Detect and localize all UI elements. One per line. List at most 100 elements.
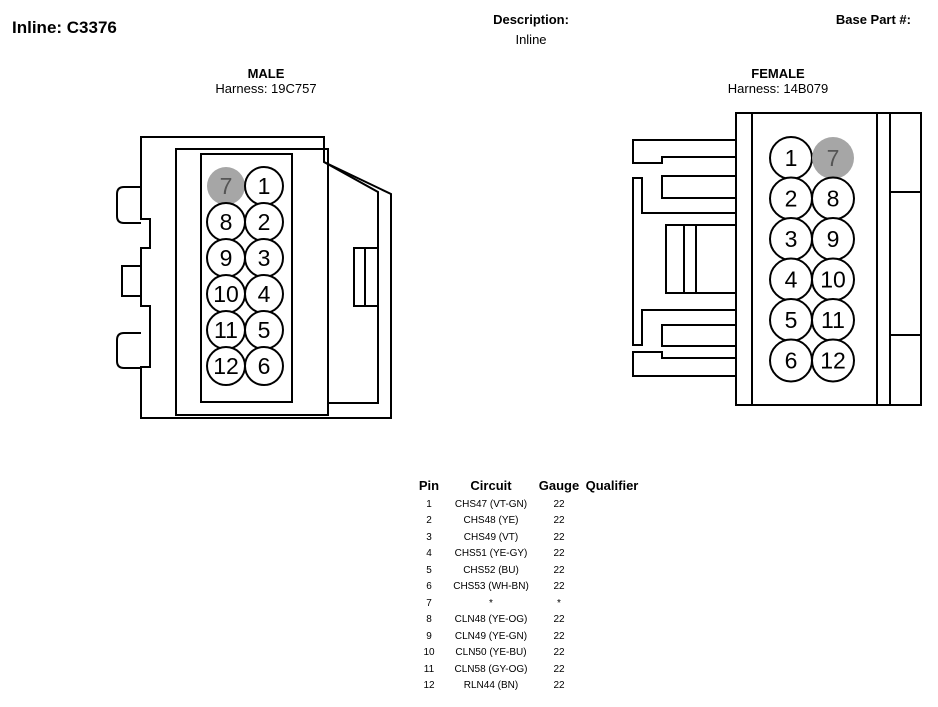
cell-qualifier xyxy=(582,595,642,612)
male-pin: 10 xyxy=(206,274,246,314)
cell-qualifier xyxy=(582,645,642,662)
cell-qualifier xyxy=(582,612,642,629)
cell-gauge: 22 xyxy=(553,531,565,543)
female-pin: 12 xyxy=(811,338,855,383)
male-pin: 12 xyxy=(206,346,246,386)
male-pin: 1 xyxy=(244,166,284,206)
female-harness: Harness: 14B079 xyxy=(727,81,829,96)
header-gauge: Gauge xyxy=(538,478,580,493)
female-latch-upper xyxy=(661,175,736,199)
male-pin: 11 xyxy=(206,310,246,350)
male-connector xyxy=(116,136,392,419)
cell-qualifier xyxy=(582,661,642,678)
cell-gauge: * xyxy=(557,597,561,609)
cell-circuit: CLN48 (YE-OG) xyxy=(454,614,528,626)
male-pin-block xyxy=(200,153,293,403)
male-pin-label: 1 xyxy=(258,173,271,199)
female-pin: 5 xyxy=(769,298,813,342)
header-qualifier: Qualifier xyxy=(585,478,639,493)
table-row: 5 CHS52 (BU) 22 xyxy=(412,562,642,579)
male-pin-label: 3 xyxy=(258,245,271,271)
header-pin: Pin xyxy=(418,478,440,493)
male-pin: 9 xyxy=(206,238,246,278)
male-harness: Harness: 19C757 xyxy=(215,81,317,96)
cell-qualifier xyxy=(582,628,642,645)
cell-gauge: 22 xyxy=(553,663,565,675)
cell-gauge: 22 xyxy=(553,498,565,510)
female-latch-lower xyxy=(661,324,736,347)
female-pin-label: 6 xyxy=(785,348,798,374)
cell-circuit: CHS51 (YE-GY) xyxy=(454,548,528,560)
cell-pin: 12 xyxy=(423,680,435,692)
cell-pin: 5 xyxy=(426,564,432,576)
female-pin: 3 xyxy=(769,217,813,261)
cell-qualifier xyxy=(582,529,642,546)
male-inner-frame xyxy=(175,148,329,416)
male-latch-top xyxy=(116,186,141,224)
male-pin-label: 10 xyxy=(213,281,239,307)
female-pin-label: 12 xyxy=(820,348,846,374)
female-pin: 7 xyxy=(812,137,854,179)
female-pin-circle xyxy=(812,137,854,179)
cell-circuit: CHS52 (BU) xyxy=(463,564,519,576)
cell-gauge: 22 xyxy=(553,564,565,576)
female-title: FEMALE xyxy=(751,66,805,81)
female-pin-label: 8 xyxy=(827,186,840,212)
female-latch-top xyxy=(632,139,736,164)
cell-circuit: CHS48 (YE) xyxy=(463,515,519,527)
cell-qualifier xyxy=(582,579,642,596)
male-pin-label: 7 xyxy=(220,173,233,199)
male-latch-mid xyxy=(121,265,141,297)
cell-gauge: 22 xyxy=(553,614,565,626)
female-pin: 11 xyxy=(811,298,855,342)
female-pin-label: 1 xyxy=(785,145,798,171)
male-pin: 8 xyxy=(206,202,246,242)
male-pin-label: 8 xyxy=(220,209,233,235)
cell-circuit: RLN44 (BN) xyxy=(463,680,519,692)
female-pin-label: 11 xyxy=(821,307,845,333)
cell-pin: 6 xyxy=(426,581,432,593)
connector-title: Inline: C3376 xyxy=(12,18,117,37)
pin-table-header: Pin Circuit Gauge Qualifier xyxy=(412,478,642,496)
female-pin-label: 9 xyxy=(827,226,840,252)
cell-pin: 9 xyxy=(426,630,432,642)
male-pin: 4 xyxy=(244,274,284,314)
female-pin: 10 xyxy=(811,257,855,302)
female-pin-label: 5 xyxy=(785,307,798,333)
cell-qualifier xyxy=(582,513,642,530)
cell-gauge: 22 xyxy=(553,548,565,560)
cell-pin: 1 xyxy=(426,498,432,510)
male-pin: 6 xyxy=(244,346,284,386)
cell-gauge: 22 xyxy=(553,581,565,593)
table-row: 8 CLN48 (YE-OG) 22 xyxy=(412,612,642,629)
description-value: Inline xyxy=(515,32,547,47)
table-row: 7** xyxy=(412,595,642,612)
female-pin-circle xyxy=(811,338,855,383)
male-latch-bottom xyxy=(116,332,141,369)
male-pin-circle xyxy=(244,346,284,386)
female-latch-bottom xyxy=(632,351,736,377)
cell-qualifier xyxy=(582,546,642,563)
male-step-line xyxy=(323,161,379,404)
cell-gauge: 22 xyxy=(553,647,565,659)
cell-pin: 8 xyxy=(426,614,432,626)
male-pin: 3 xyxy=(244,238,284,278)
male-pin-label: 2 xyxy=(258,209,271,235)
female-pin: 6 xyxy=(769,338,813,383)
male-title: MALE xyxy=(247,66,285,81)
female-pin-label: 10 xyxy=(820,267,846,293)
header-circuit: Circuit xyxy=(470,478,512,493)
female-pin: 2 xyxy=(769,176,813,221)
female-pin-label: 4 xyxy=(785,267,798,293)
